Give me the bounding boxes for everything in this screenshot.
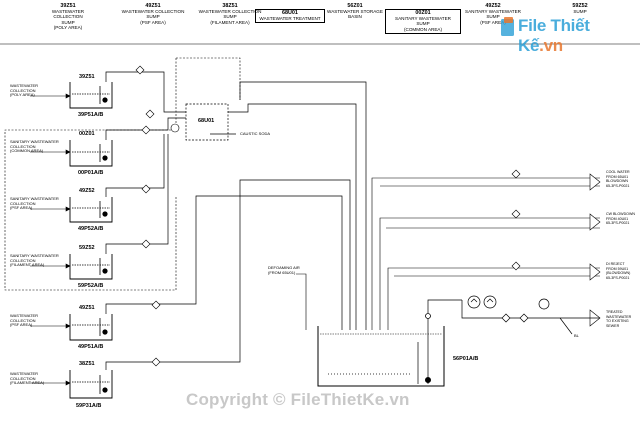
header-tag: 00Z01 (415, 10, 431, 16)
tank-label: SANITARY WASTEWATER COLLECTION (FILAMENT… (10, 253, 59, 268)
logo-text: File Thiết Kế.vn (518, 16, 590, 55)
pump-tag: 00P01A/B (78, 170, 104, 176)
header-col-38z51: 38Z51 WASTEWATER COLLECTION SUMP (FILAME… (192, 3, 268, 25)
tank-tag: 38Z51 (79, 361, 95, 367)
tank-59z52 (69, 254, 113, 280)
basin-pump-tag: 56P01A/B (453, 356, 479, 362)
header-desc: WASTEWATER STORAGE BASIN (327, 9, 383, 20)
tank-00z01 (69, 140, 113, 167)
filethietke-logo: File Thiết Kế.vn (500, 14, 632, 55)
header-col-59z52: 59Z52 SUMP (560, 3, 600, 15)
header-desc: WASTEWATER COLLECTION SUMP (POLY AREA) (51, 9, 85, 30)
file-folder-icon (501, 17, 514, 36)
copyright-watermark: Copyright © FileThietKe.vn (186, 390, 410, 409)
stream-arrowheads (589, 173, 601, 327)
tank-label: WASTEWATER COLLECTION (PSF AREA) (10, 313, 39, 328)
tank-tag: 00Z01 (79, 131, 95, 137)
header-col-39z51: 39Z51 WASTEWATER COLLECTION SUMP (POLY A… (38, 3, 98, 30)
tank-tag: 59Z52 (79, 245, 95, 251)
bl-label: BL (574, 333, 579, 338)
header-desc: WASTEWATER COLLECTION SUMP (FILAMENT ARE… (198, 9, 262, 25)
header-desc: SANITARY WASTEWATER SUMP (PSF AREA) (465, 9, 521, 25)
header-tag: 68U01 (282, 10, 298, 16)
tank-tag: 39Z51 (79, 74, 95, 80)
header-desc: WASTEWATER COLLECTION SUMP (PSF AREA) (121, 9, 185, 25)
header-col-56z01: 56Z01 WASTEWATER STORAGE BASIN (326, 3, 384, 20)
caustic-soda-label: CAUSTIC SODA (240, 131, 271, 136)
stream-label-cw-blowdown: CW BLOWDOWN FROM 40U01 65-3FS-P0021 (606, 212, 635, 226)
tank-39z51 (69, 82, 113, 109)
stream-label-treated-wastewater: TREATED WASTEWATER TO EXISTING SEWER (606, 310, 632, 328)
header-tag: 39Z51 (60, 3, 76, 9)
stream-label-di-reject: DI REJECT FROM 59U01 (BLOWDOWN) 65-3FS-P… (606, 262, 631, 280)
tank-tag: 49Z52 (79, 188, 95, 194)
header-desc: WASTEWATER TREATMENT (259, 16, 321, 22)
tank-tag: 49Z51 (79, 305, 95, 311)
tank-49z52 (69, 197, 113, 223)
header-desc: SANITARY WASTEWATER SUMP (COMMON AREA) (395, 16, 451, 32)
pump-tag: 49P52A/B (78, 226, 104, 232)
tank-49z51 (69, 314, 113, 341)
pump-tag: 59P52A/B (78, 283, 104, 289)
boundary-line (176, 57, 241, 100)
tank-38z51 (69, 370, 113, 399)
tank-label: WASTEWATER COLLECTION (POLY AREA) (10, 83, 39, 98)
basin-discharge (427, 295, 600, 335)
defoaming-air-line (296, 273, 307, 330)
header-tag: 56Z01 (347, 3, 363, 9)
treatment-tag: 68U01 (198, 118, 215, 124)
header-desc: SUMP (573, 9, 587, 15)
pump-tag: 49P51A/B (78, 344, 104, 350)
instrument-bubbles (135, 65, 180, 367)
header-col-68u01: 68U01 WASTEWATER TREATMENT (255, 9, 325, 24)
tank-label: WASTEWATER COLLECTION (FILAMENT AREA) (10, 371, 45, 386)
header-col-49z51: 49Z51 WASTEWATER COLLECTION SUMP (PSF AR… (116, 3, 190, 25)
tank-inlet-arrows (30, 93, 71, 386)
tank-label: SANITARY WASTEWATER COLLECTION (COMMON A… (10, 139, 59, 154)
storage-basin-56z01 (317, 313, 445, 387)
pump-tag: 39P51A/B (78, 112, 104, 118)
tank-label: SANITARY WASTEWATER COLLECTION (PSF AREA… (10, 196, 59, 211)
stream-valve-bubbles (511, 169, 521, 271)
treatment-unit-68u01 (185, 103, 229, 141)
header-col-00z01: 00Z01 SANITARY WASTEWATER SUMP (COMMON A… (385, 9, 461, 34)
pump-discharge-lines (105, 71, 367, 370)
header-tag: 38Z51 (222, 3, 238, 9)
stream-label-cool-water: COOL WATER FROM 65U01 BLOWDOWN 65-3FS-P0… (606, 170, 630, 188)
defoaming-air-label: DEFOAMING AIR (FROM 65U01) (268, 265, 300, 275)
header-col-49z52: 49Z52 SANITARY WASTEWATER SUMP (PSF AREA… (460, 3, 526, 25)
pump-tag: 59P31A/B (76, 403, 102, 409)
header-tag: 59Z52 (572, 3, 588, 9)
header-tag: 49Z52 (485, 3, 501, 9)
header-tag: 49Z51 (145, 3, 161, 9)
right-stream-lines (371, 177, 600, 330)
